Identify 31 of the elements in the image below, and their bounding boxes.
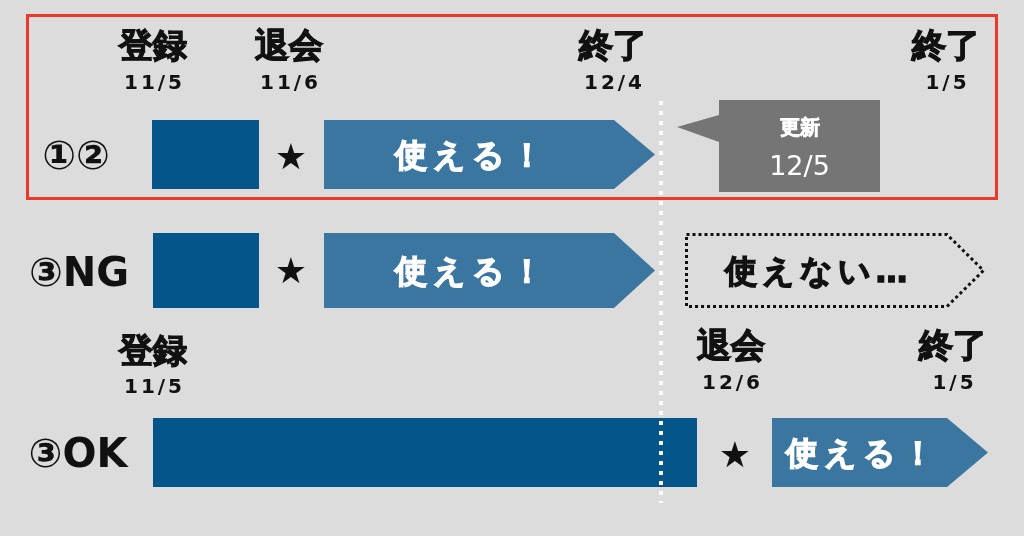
date-label: 11/5	[122, 376, 186, 396]
highlight-frame	[26, 14, 998, 200]
callout-heading: 更新	[779, 114, 820, 141]
star-symbol: ★	[274, 139, 308, 175]
dotted-arrow-banner: 使えない…	[685, 233, 985, 308]
date-label: 1/5	[924, 72, 970, 92]
arrow-banner: 使える！	[324, 120, 655, 189]
timeline-bar	[152, 120, 259, 189]
callout-box	[677, 100, 880, 192]
row-label: ①②	[42, 135, 110, 175]
date-label: 11/5	[122, 72, 186, 92]
event-label: 退会	[255, 28, 323, 62]
event-label: 登録	[119, 333, 187, 367]
row-label: ③NG	[28, 252, 130, 292]
star-symbol: ★	[718, 437, 752, 473]
event-label: 退会	[697, 328, 765, 362]
star-symbol: ★	[274, 253, 308, 289]
arrow-banner: 使える！	[324, 233, 655, 308]
callout-date: 12/5	[769, 148, 830, 182]
date-label: 12/6	[700, 372, 764, 392]
event-label: 登録	[119, 28, 187, 62]
event-label: 終了	[579, 28, 647, 62]
date-label: 1/5	[931, 372, 977, 392]
timeline-bar	[153, 233, 259, 308]
arrow-banner: 使える！	[772, 418, 988, 487]
row-label: ③OK	[28, 433, 128, 473]
date-label: 11/6	[258, 72, 322, 92]
date-label: 12/4	[582, 72, 646, 92]
timeline-bar	[153, 418, 697, 487]
event-label: 終了	[919, 328, 987, 362]
event-label: 終了	[912, 28, 980, 62]
